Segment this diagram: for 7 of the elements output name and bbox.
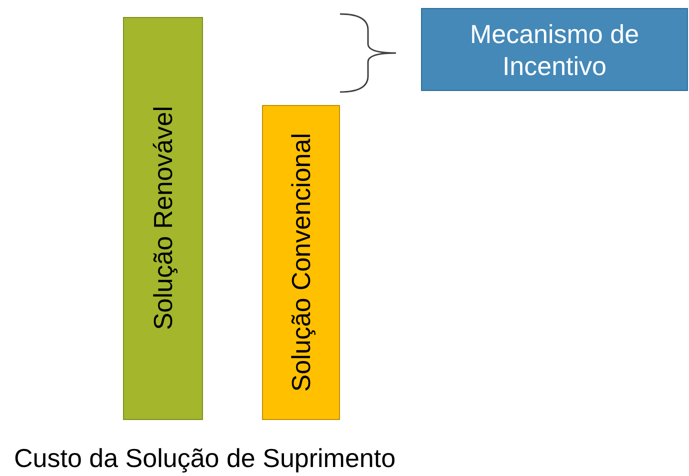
label-box (421, 8, 688, 91)
bar (123, 17, 203, 420)
bar-label: Solução Convencional (286, 133, 316, 392)
caption: Custo da Solução de Suprimento (14, 443, 396, 474)
bar-label: Solução Renovável (148, 106, 178, 331)
bar (262, 105, 340, 420)
box-label: Mecanismo de Incentivo (468, 18, 640, 82)
